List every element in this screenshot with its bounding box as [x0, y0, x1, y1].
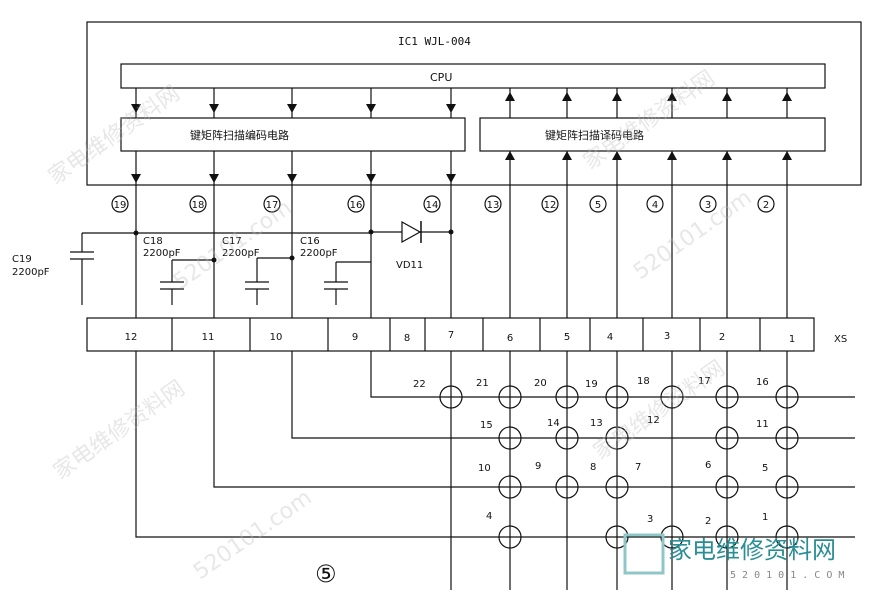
key-labels: 22 21 20 19 18 17 16 15 14 13 12 11 10 9… [413, 376, 769, 527]
figure-number: ⑤ [315, 560, 337, 588]
junction-dots [133, 229, 454, 263]
key-label: 4 [486, 511, 492, 522]
c19-value: 2200pF [12, 267, 50, 278]
cpu-label: CPU [430, 71, 452, 84]
watermark-text: 家电维修资料网 [579, 66, 720, 175]
watermark-text: 520101.com [169, 195, 296, 295]
decoder-lines [509, 151, 788, 318]
key-label: 3 [647, 514, 653, 525]
pin-label: 3 [705, 200, 711, 211]
pin-circles [111, 195, 775, 213]
xs-pin: 3 [664, 331, 670, 342]
pin-label: 2 [763, 200, 769, 211]
key-label: 5 [762, 463, 768, 474]
key-label: 19 [585, 379, 598, 390]
key-label: 21 [476, 378, 489, 389]
c18-value: 2200pF [143, 248, 181, 259]
logo-subtitle: 5 2 0 1 0 1 . C O M [730, 570, 844, 581]
encoder-label: 键矩阵扫描编码电路 [190, 128, 289, 142]
key-circles [439, 385, 799, 549]
decoder-box [479, 117, 826, 152]
pin-label: 12 [544, 200, 557, 211]
xs-pin: 5 [564, 332, 570, 343]
ic-title: IC1 WJL-004 [398, 35, 471, 48]
pin-label: 14 [426, 200, 439, 211]
diode-symbol [401, 220, 422, 244]
decoder-label: 键矩阵扫描译码电路 [545, 128, 644, 142]
key-label: 13 [590, 418, 603, 429]
c16-name: C16 [300, 236, 320, 247]
pin-label: 4 [652, 200, 658, 211]
key-label: 7 [635, 462, 641, 473]
c17-name: C17 [222, 236, 242, 247]
pin-label: 16 [350, 200, 363, 211]
connector-label: XS [834, 334, 847, 345]
pin-label: 19 [114, 200, 127, 211]
up-arrows-top [505, 92, 792, 101]
xs-pin: 11 [202, 332, 215, 343]
connector-dividers [171, 318, 761, 351]
site-logo: 家电维修资料网 5 2 0 1 0 1 . C O M [623, 533, 844, 581]
watermark-text: 家电维修资料网 [49, 376, 190, 485]
xs-pin: 6 [507, 333, 513, 344]
logo-title: 家电维修资料网 [668, 536, 836, 564]
key-label: 20 [534, 378, 547, 389]
key-label: 9 [535, 461, 541, 472]
key-label: 17 [698, 376, 711, 387]
xs-pin: 12 [125, 332, 138, 343]
key-label: 6 [705, 460, 711, 471]
matrix-columns [450, 351, 788, 590]
logo-icon [623, 533, 665, 575]
c18-name: C18 [143, 236, 163, 247]
c19-name: C19 [12, 254, 32, 265]
pin-label: 18 [192, 200, 205, 211]
xs-pin: 9 [352, 332, 358, 343]
c17-value: 2200pF [222, 248, 260, 259]
key-label: 14 [547, 418, 560, 429]
xs-pin: 7 [448, 330, 454, 341]
cpu-box [120, 63, 826, 89]
key-label: 22 [413, 379, 426, 390]
key-label: 16 [756, 377, 769, 388]
xs-pin: 4 [607, 332, 613, 343]
key-label: 15 [480, 420, 493, 431]
matrix-rows [135, 351, 855, 538]
xs-pin: 10 [270, 332, 283, 343]
pin-label: 13 [487, 200, 500, 211]
down-arrows-top [131, 104, 456, 113]
cpu-encoder-links [135, 88, 452, 118]
key-label: 18 [637, 376, 650, 387]
ic-box [86, 21, 862, 186]
key-label: 10 [478, 463, 491, 474]
watermark-text: 520101.com [189, 485, 316, 585]
key-label: 11 [756, 419, 769, 430]
c16-value: 2200pF [300, 248, 338, 259]
xs-pin: 2 [719, 332, 725, 343]
key-label: 8 [590, 462, 596, 473]
watermark-text: 家电维修资料网 [44, 81, 185, 190]
up-arrows-bottom [505, 151, 792, 160]
key-label: 1 [762, 512, 768, 523]
key-label: 12 [647, 415, 660, 426]
pin-label: 17 [266, 200, 279, 211]
encoder-box [120, 117, 466, 152]
pin-label: 5 [595, 200, 601, 211]
watermark-text: 家电维修资料网 [589, 356, 730, 465]
diode-label: VD11 [396, 260, 423, 271]
key-label: 2 [705, 516, 711, 527]
xs-pin: 8 [404, 333, 410, 344]
watermark: 家电维修资料网 520101.com 家电维修资料网 520101.com 家电… [44, 66, 756, 585]
xs-pin: 1 [789, 334, 795, 345]
down-arrows-bottom [131, 174, 456, 183]
capacitor-network [70, 231, 451, 305]
